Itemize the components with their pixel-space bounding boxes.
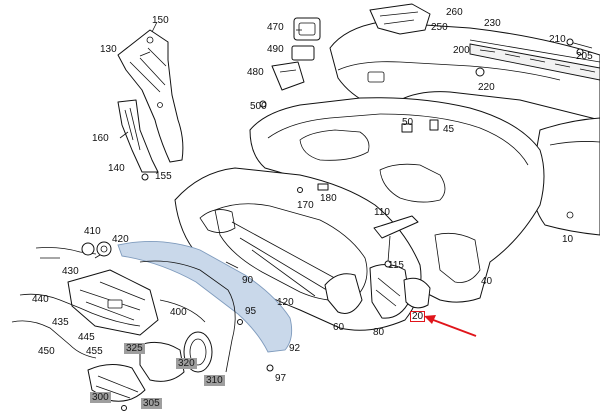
callout-130: 130 (100, 44, 117, 55)
callout-305: 305 (141, 398, 162, 409)
cap-20 (403, 277, 431, 309)
callout-250: 250 (431, 22, 448, 33)
callout-325: 325 (124, 343, 145, 354)
callout-455: 455 (86, 346, 103, 357)
cable-harness (11, 247, 236, 373)
sensor-480 (271, 61, 305, 91)
callout-115: 115 (388, 260, 404, 271)
main-bumper-shell (249, 97, 545, 303)
callout-97: 97 (275, 373, 287, 384)
callout-220: 220 (478, 82, 495, 93)
callout-150: 150 (152, 15, 169, 26)
connector-410-420 (81, 241, 112, 257)
housing-320 (139, 341, 185, 382)
callout-420: 420 (112, 234, 129, 245)
callout-435: 435 (52, 317, 69, 328)
bracket-430 (67, 269, 159, 336)
callout-155: 155 (155, 171, 172, 182)
callout-450: 450 (38, 346, 55, 357)
callout-110: 110 (374, 207, 390, 218)
callout-20-marked: 20 (410, 311, 426, 322)
callout-40: 40 (481, 276, 493, 287)
callout-320: 320 (176, 358, 197, 369)
callout-180: 180 (320, 193, 337, 204)
sensor-470 (293, 17, 321, 41)
callout-170: 170 (297, 200, 314, 211)
highlighted-moulding (117, 241, 293, 353)
bracket-130 (117, 29, 184, 163)
callout-205: 205 (576, 51, 593, 62)
sensor-490 (291, 45, 315, 61)
callout-410: 410 (84, 226, 101, 237)
callout-230: 230 (484, 18, 501, 29)
callout-160: 160 (92, 133, 109, 144)
callout-440: 440 (32, 294, 49, 305)
callout-50: 50 (402, 117, 414, 128)
callout-120: 120 (277, 297, 294, 308)
callout-400: 400 (170, 307, 187, 318)
callout-95: 95 (245, 306, 257, 317)
callout-140: 140 (108, 163, 125, 174)
fastener-set (121, 38, 593, 411)
reflector-left (324, 273, 363, 314)
callout-10: 10 (562, 234, 574, 245)
callout-80: 80 (373, 327, 385, 338)
callout-310: 310 (204, 375, 225, 386)
callout-92: 92 (289, 343, 301, 354)
callout-210: 210 (549, 34, 566, 45)
callout-90: 90 (242, 275, 254, 286)
bracket-250 (369, 3, 431, 35)
callout-470: 470 (267, 22, 284, 33)
callout-300: 300 (90, 392, 111, 403)
callout-490: 490 (267, 44, 284, 55)
callout-500: 500 (250, 101, 267, 112)
callout-200: 200 (453, 45, 470, 56)
callout-430: 430 (62, 266, 79, 277)
lever-110 (373, 215, 419, 268)
trim-strip (469, 43, 600, 81)
bracket-140 (117, 99, 159, 173)
callout-60: 60 (333, 322, 345, 333)
callout-260: 260 (446, 7, 463, 18)
callout-445: 445 (78, 332, 95, 343)
callout-480: 480 (247, 67, 264, 78)
leader-lines (40, 21, 302, 269)
callout-45: 45 (443, 124, 455, 135)
